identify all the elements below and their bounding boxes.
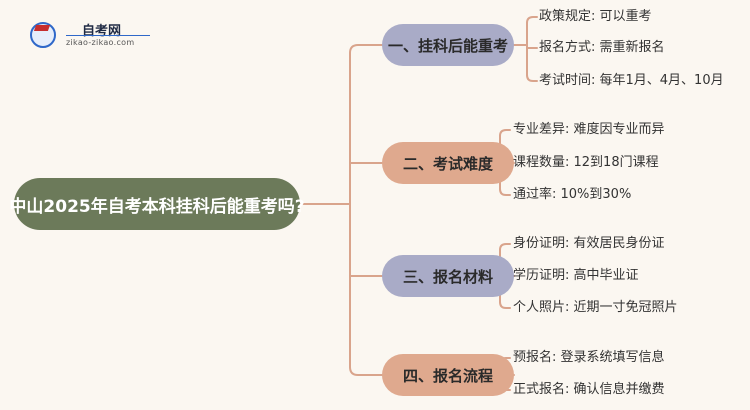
leaf-tick: [526, 16, 538, 24]
site-logo[interactable]: 自考网 zikao-zikao.com: [30, 16, 150, 54]
branch-retake: 一、挂科后能重考: [382, 24, 514, 66]
leaf-item: 报名方式: 需重新报名: [539, 40, 665, 55]
cap-icon: [33, 25, 51, 31]
branch-process: 四、报名流程: [382, 354, 514, 396]
leaf-item: 预报名: 登录系统填写信息: [513, 350, 665, 365]
leaf-tick: [499, 188, 511, 196]
leaf-item: 课程数量: 12到18门课程: [513, 155, 659, 170]
leaf-tick: [526, 74, 538, 82]
leaf-item: 考试时间: 每年1月、4月、10月: [539, 73, 724, 88]
leaf-tick: [499, 129, 511, 137]
leaf-item: 身份证明: 有效居民身份证: [513, 236, 665, 251]
leaf-item: 通过率: 10%到30%: [513, 187, 632, 202]
root-node: 中山2025年自考本科挂科后能重考吗?: [9, 178, 305, 230]
leaf-item: 学历证明: 高中毕业证: [513, 268, 639, 283]
leaf-item: 专业差异: 难度因专业而异: [513, 122, 665, 137]
leaf-item: 个人照片: 近期一寸免冠照片: [513, 300, 678, 315]
logo-subtitle: zikao-zikao.com: [66, 38, 135, 47]
leaf-item: 政策规定: 可以重考: [539, 9, 652, 24]
logo-title: 自考网: [82, 24, 122, 39]
branch-connector: [349, 366, 383, 376]
logo-divider: [66, 35, 150, 36]
leaf-tick: [499, 243, 511, 251]
leaf-item: 正式报名: 确认信息并缴费: [513, 382, 665, 397]
branch-materials: 三、报名材料: [382, 255, 514, 297]
leaf-tick: [499, 301, 511, 309]
branch-connector: [349, 44, 383, 54]
branch-difficulty: 二、考试难度: [382, 142, 514, 184]
